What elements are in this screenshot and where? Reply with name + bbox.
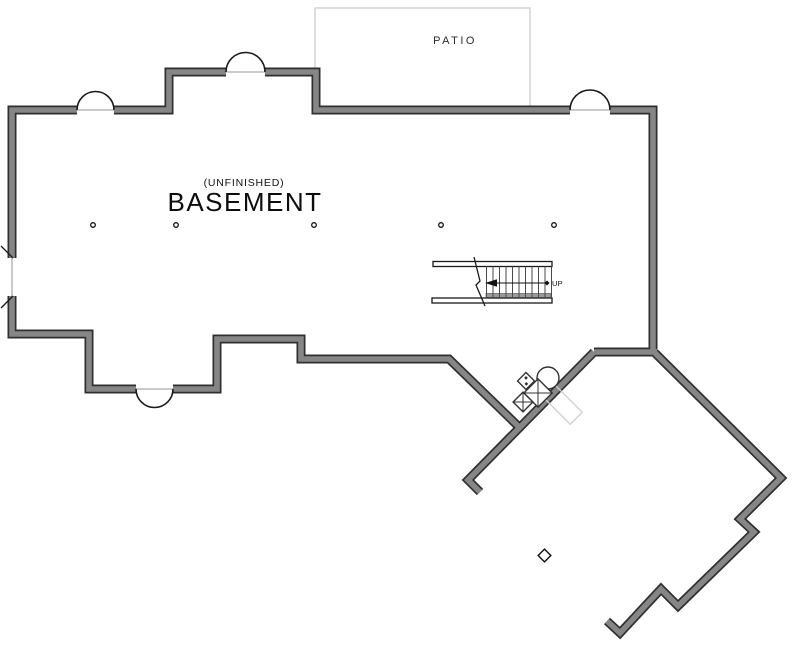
stair-stringer-top bbox=[432, 260, 553, 268]
column-marker bbox=[438, 222, 444, 228]
stair-stringer-bottom bbox=[431, 297, 553, 304]
arrow-origin-icon bbox=[544, 280, 550, 286]
column-marker bbox=[90, 222, 96, 228]
arch-top-right-icon bbox=[569, 89, 611, 111]
window-break-tick bbox=[0, 245, 14, 259]
patio-outline bbox=[314, 7, 531, 113]
arch-top-left-icon bbox=[76, 90, 115, 111]
window-break-tick bbox=[0, 295, 14, 309]
stair-break-line bbox=[473, 256, 486, 307]
exterior-walls-outline bbox=[12, 72, 781, 633]
window-break-ticks bbox=[0, 245, 14, 309]
window-openings bbox=[11, 71, 610, 390]
basement-label: BASEMENT bbox=[167, 187, 322, 217]
up-arrowhead-icon bbox=[485, 279, 497, 287]
exterior-walls-fill bbox=[12, 72, 781, 633]
stair-treads bbox=[486, 266, 552, 298]
exterior-walls bbox=[12, 72, 781, 633]
mechanical-equipment bbox=[512, 366, 584, 426]
arch-bottom-left-icon bbox=[135, 388, 174, 409]
unfinished-label: (UNFINISHED) bbox=[204, 177, 285, 189]
column-marker bbox=[311, 222, 317, 228]
arched-openings bbox=[76, 51, 611, 409]
up-label: UP bbox=[552, 279, 563, 288]
hvac-unit-icon bbox=[516, 371, 536, 391]
patio-area: PATIO bbox=[314, 7, 531, 113]
staircase: UP bbox=[431, 256, 563, 307]
hvac-unit-2-icon bbox=[512, 391, 534, 413]
arch-top-center-icon bbox=[225, 51, 266, 73]
room-labels: (UNFINISHED) BASEMENT bbox=[167, 177, 322, 217]
post-marker-icon bbox=[537, 548, 552, 563]
column-markers bbox=[90, 222, 557, 228]
up-arrow bbox=[485, 279, 550, 287]
column-marker bbox=[551, 222, 557, 228]
column-marker bbox=[173, 222, 179, 228]
patio-label: PATIO bbox=[433, 35, 477, 47]
